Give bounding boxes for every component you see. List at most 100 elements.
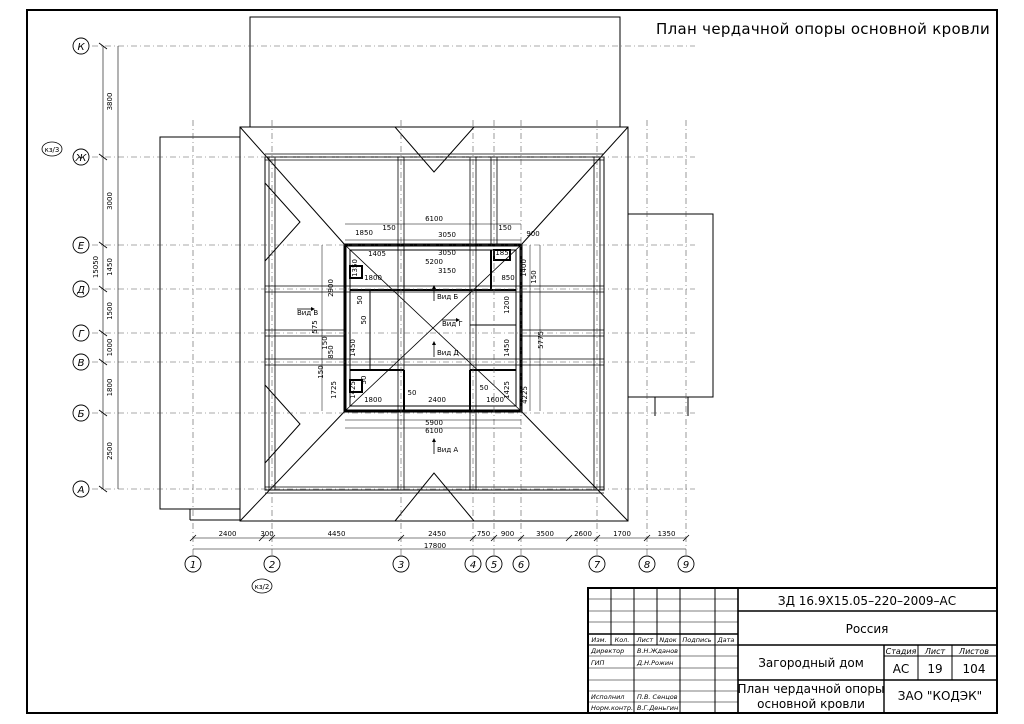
dim-label: 2400 (219, 530, 237, 538)
beam-grid (265, 153, 604, 494)
hip-line (239, 410, 346, 522)
inner-dim-label: 50 (360, 316, 368, 325)
inner-dim-label: 900 (526, 230, 539, 238)
inner-dim-label: 6100 (425, 215, 443, 223)
axis-bubble-number: 3 (392, 555, 410, 573)
inner-dim-label: 1850 (355, 229, 373, 237)
axis-label: 2 (269, 560, 275, 571)
callout-kz3: кз/3 (41, 141, 63, 157)
dim-label: 3800 (106, 93, 114, 111)
stamp-person: П.В. Сенцов (637, 693, 678, 701)
hip-line (520, 410, 629, 522)
view-marker: Вид В (297, 307, 318, 317)
inner-dim-label: 2900 (327, 279, 335, 297)
dim-label: 2450 (428, 530, 446, 538)
inner-dim-label: 150 (498, 224, 511, 232)
stage-label: Стадия (886, 647, 917, 656)
axis-label: 5 (491, 560, 497, 571)
bottom-dimension-chain (193, 537, 686, 550)
inner-dim-label: 50 (360, 376, 368, 385)
axis-bubble-letter: В (72, 353, 90, 371)
dim-label: 3500 (536, 530, 554, 538)
axis-label: Д (76, 285, 85, 296)
axis-label: 1 (190, 560, 196, 571)
dim-label: 1350 (658, 530, 676, 538)
axis-bubble-letter: А (72, 480, 90, 498)
inner-dim-label: 5200 (425, 258, 443, 266)
annex-top (249, 16, 621, 128)
axis-bubble-number: 7 (588, 555, 606, 573)
inner-dim-label: 575 (311, 320, 319, 333)
sheet-frame (26, 9, 998, 714)
stamp-role: Норм.контр. (591, 704, 633, 712)
inner-dim-label: 1600 (486, 396, 504, 404)
axis-label: 4 (470, 560, 476, 571)
axis-label: В (78, 358, 85, 369)
view-label: Вид А (437, 446, 458, 454)
axis-label: 8 (644, 560, 650, 571)
inner-dim-label: 185 (495, 249, 508, 257)
view-markers: Вид В Вид Б Вид Г Вид Д Вид А (297, 285, 463, 454)
callout-label: кз/3 (45, 146, 60, 154)
inner-dim-label: 2400 (428, 396, 446, 404)
inner-dim-label: 5775 (537, 331, 545, 349)
sheets-label: Листов (958, 647, 989, 656)
stair-opening (343, 243, 523, 413)
inner-dim-label: 850 (501, 274, 514, 282)
axis-label: Ж (75, 153, 88, 164)
object-name: Загородный дом (758, 656, 864, 670)
axis-label: Б (78, 409, 85, 420)
view-marker: Вид Г (442, 318, 463, 328)
inner-dim-label: 150 (317, 365, 325, 378)
stamp-col-label: Подпись (682, 636, 711, 644)
inner-dim-label: 50 (480, 384, 489, 392)
callout-label: кз/2 (255, 583, 270, 591)
stamp-col-label: Дата (717, 636, 735, 644)
inner-dim-label: 3050 (438, 249, 456, 257)
dim-total: 15050 (92, 256, 100, 278)
inner-dim-label: 1450 (503, 339, 511, 357)
sheet-title: План чердачной опоры основной кровли (656, 20, 990, 38)
inner-dim-label: 150 (382, 224, 395, 232)
inner-dim-label: 150 (530, 270, 538, 283)
axis-bubble-number: 9 (677, 555, 695, 573)
axis-bubble-letter: К (72, 37, 90, 55)
dim-label: 2600 (574, 530, 592, 538)
drawing-code: ЗД 16.9Х15.05–220–2009–АС (778, 594, 956, 608)
inner-dim-label: 3050 (438, 231, 456, 239)
stamp-col-label: Nдок (659, 636, 676, 644)
inner-dim-label: 4225 (521, 386, 529, 404)
stamp-person: В.Г.Деньгин (637, 704, 678, 712)
dim-label: 1700 (613, 530, 631, 538)
sheet-name-line1: План чердачной опоры (738, 682, 885, 696)
inner-dim-label: 1405 (368, 250, 386, 258)
company-name: ЗАО "КОДЭК" (898, 689, 982, 703)
callout-kz2: кз/2 (251, 578, 273, 594)
axis-label: А (77, 485, 85, 496)
inner-dim-label: 1425 (503, 381, 511, 399)
hip-line (520, 126, 629, 246)
inner-dim-label: 5900 (425, 419, 443, 427)
roof-outline (239, 126, 629, 522)
axis-bubble-number: 4 (464, 555, 482, 573)
inner-dim-label: 1350 (351, 259, 359, 277)
axis-label: Г (78, 329, 85, 340)
dim-total: 17800 (424, 542, 446, 550)
inner-dim-label: 1450 (349, 339, 357, 357)
view-marker: Вид Д (432, 341, 459, 357)
inner-dim-label: 1200 (503, 296, 511, 314)
title-block (587, 587, 998, 714)
axis-bubble-letter: Ж (72, 148, 90, 166)
view-label: Вид Г (442, 320, 463, 328)
dim-label: 1500 (106, 302, 114, 320)
axis-bubble-letter: Г (72, 324, 90, 342)
view-label: Вид Б (437, 293, 458, 301)
axis-bubble-letter: Д (72, 280, 90, 298)
axis-bubble-number: 2 (263, 555, 281, 573)
dim-label: 1000 (106, 339, 114, 357)
